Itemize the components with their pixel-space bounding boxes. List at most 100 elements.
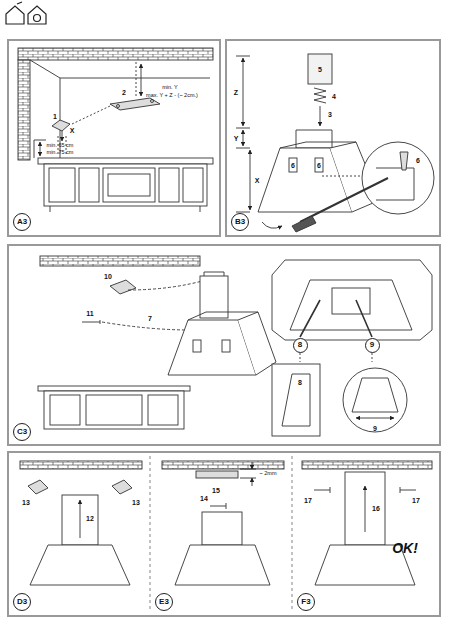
panel-badge: A3	[13, 213, 31, 231]
panel-def-drawing-path	[175, 545, 270, 585]
panel-badge: F3	[297, 593, 315, 611]
panel-c-drawing-rect	[50, 395, 80, 425]
panel-b-drawing-path	[250, 150, 251, 210]
panel-c-drawing-path	[356, 418, 394, 419]
badge-text: F3	[301, 598, 310, 606]
panel-a-drawing-path	[141, 64, 142, 96]
panel-frames-rect	[8, 40, 220, 236]
callout-label: 17	[412, 497, 420, 504]
panel-a-drawing	[18, 48, 213, 212]
panel-b-drawing-path	[280, 142, 356, 148]
callout-label: 13	[132, 499, 140, 506]
panel-b-drawing	[236, 54, 434, 232]
panel-c-drawing-rect	[38, 386, 190, 391]
callout-label: 12	[86, 515, 94, 522]
panel-a-drawing-path	[40, 142, 41, 156]
panel-a-drawing-circle	[151, 100, 154, 103]
panel-c-drawing-rect	[148, 395, 178, 425]
badge-text: 9	[370, 341, 374, 349]
panel-frames-rect	[8, 452, 440, 616]
panel-c-drawing	[38, 256, 432, 436]
panel-def-drawing-rect	[162, 461, 284, 469]
badge-text: D3	[17, 598, 27, 606]
callout-label: max. Y + Z - (~ 2cm.)	[146, 93, 198, 99]
callout-label: 6	[291, 162, 295, 169]
panel-b-drawing-path	[320, 106, 321, 126]
panel-a-drawing-circle	[117, 105, 120, 108]
callout-label: 7	[148, 315, 152, 322]
panel-a-drawing-path	[34, 140, 46, 158]
panel-c-drawing-rect	[44, 391, 184, 429]
badge-text: B3	[235, 218, 245, 226]
panel-def-drawing-path	[210, 503, 226, 509]
panel-b-drawing-path	[292, 216, 316, 232]
panel-a-drawing-path	[62, 131, 63, 141]
panel-def-drawing-rect	[202, 512, 242, 545]
callout-label: 14	[200, 495, 208, 502]
panel-c-drawing-path	[300, 300, 372, 337]
panel-def-drawing-rect	[62, 495, 98, 545]
callout-label: 6	[416, 157, 420, 164]
panel-a-drawing-path	[72, 106, 110, 124]
callout-label: ~ 2mm	[260, 471, 277, 477]
badge-text: E3	[159, 598, 169, 606]
callout-label: 2	[122, 89, 126, 96]
panel-a-drawing-rect	[49, 168, 75, 202]
panel-a-drawing-path	[52, 120, 70, 131]
panel-def-drawing-path	[80, 500, 81, 538]
badge-text: 8	[298, 341, 302, 349]
callout-label: 13	[22, 499, 30, 506]
panel-frames-rect	[8, 245, 440, 445]
panel-def-drawing	[20, 461, 432, 585]
callout-label: 5	[318, 66, 322, 73]
panel-c-drawing-path	[272, 260, 432, 340]
callout-label: OK!	[392, 541, 418, 555]
panel-c-drawing-path	[204, 272, 224, 276]
callout-label: Y	[234, 135, 239, 142]
panel-b-drawing-rect	[308, 54, 332, 84]
panel-c-drawing-path	[282, 374, 310, 426]
panel-c-drawing-path	[102, 322, 190, 330]
panel-b-drawing-path	[300, 178, 388, 222]
panel-c-drawing-path	[128, 280, 206, 290]
panel-a-drawing-rect	[38, 158, 213, 164]
panel-def-drawing-path	[314, 487, 416, 493]
panel-b-drawing-path	[376, 168, 414, 200]
panel-b-drawing-path	[322, 176, 362, 177]
panel-def-drawing-path	[30, 545, 130, 585]
panel-badge: C3	[13, 423, 31, 441]
panel-badge: D3	[13, 593, 31, 611]
panel-def-drawing-rect	[345, 472, 385, 545]
panel-a-drawing-rect	[108, 174, 150, 196]
callout-label: 15	[212, 487, 220, 494]
panel-def-drawing-path	[252, 462, 253, 469]
panel-def-drawing-path	[28, 480, 132, 494]
house-icons	[6, 2, 46, 24]
panel-c-drawing-circle	[343, 368, 407, 432]
callout-circle: 9	[365, 338, 380, 353]
panel-frames	[8, 40, 440, 616]
panel-b-drawing-circle	[362, 142, 434, 214]
house-icons-path	[17, 2, 22, 4]
panel-b-drawing-path	[236, 56, 250, 212]
panel-b-drawing-path	[400, 152, 408, 170]
house-icons-path	[28, 6, 46, 24]
callout-label: 9	[373, 425, 377, 432]
panel-c-drawing-path	[300, 353, 372, 362]
panel-c-drawing-rect	[272, 364, 320, 436]
panel-a-drawing-rect	[103, 168, 155, 202]
panel-a-drawing-rect	[183, 168, 203, 202]
panel-c-drawing-rect	[86, 395, 142, 425]
panel-def-drawing-rect	[302, 461, 432, 469]
panel-def-drawing-path	[240, 469, 256, 478]
badge-text: C3	[17, 428, 27, 436]
panel-c-drawing-rect	[332, 288, 370, 314]
panel-c-drawing-rect	[40, 256, 200, 266]
callout-label: Z	[234, 89, 238, 96]
panel-c-drawing-path	[188, 312, 258, 320]
panel-a-drawing-rect	[44, 164, 207, 206]
callout-label: 10	[104, 273, 112, 280]
panel-b-drawing-path	[314, 88, 326, 103]
